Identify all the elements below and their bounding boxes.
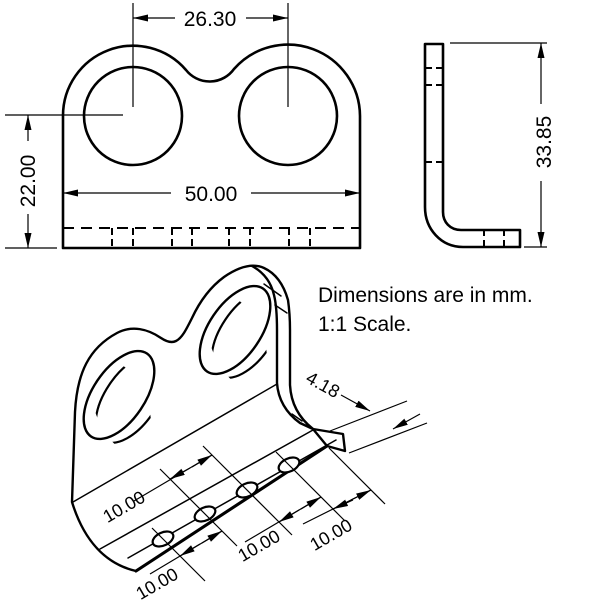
- dim-hole-spacing-value: 26.30: [184, 8, 237, 31]
- hidden-flange-holes: [111, 228, 311, 248]
- drawing-notes: Dimensions are in mm. 1:1 Scale.: [318, 284, 533, 336]
- dim-overall-width-value: 50.00: [185, 183, 238, 206]
- side-profile-outline: [423, 42, 522, 249]
- side-view: 33.85: [423, 42, 556, 249]
- iso-bend-end-edge: [311, 427, 329, 448]
- iso-facet-line-3: [291, 413, 303, 422]
- iso-thickness-band-edge: [250, 264, 315, 431]
- front-view: 26.30 50.00 22.00: [5, 3, 362, 250]
- note-units: Dimensions are in mm.: [318, 284, 533, 307]
- dim-hole-spacing: 26.30: [132, 3, 289, 107]
- side-hidden-lines: [425, 67, 505, 247]
- dim-overall-height: 33.85: [450, 42, 556, 248]
- dim-height-value: 22.00: [17, 155, 40, 208]
- dim-overall-width: 50.00: [63, 183, 360, 206]
- iso-extension-lines: [151, 445, 386, 582]
- front-bracket-outline: [61, 43, 362, 250]
- note-scale: 1:1 Scale.: [318, 313, 411, 336]
- dim-height-to-holes: 22.00: [5, 114, 123, 249]
- dim-overall-height-value: 33.85: [533, 116, 556, 169]
- iso-fold-tangent-upper: [72, 383, 278, 503]
- iso-facet-line-2: [274, 304, 288, 314]
- iso-fold-tangent-lower: [99, 429, 314, 550]
- iso-facet-line-1: [263, 283, 282, 297]
